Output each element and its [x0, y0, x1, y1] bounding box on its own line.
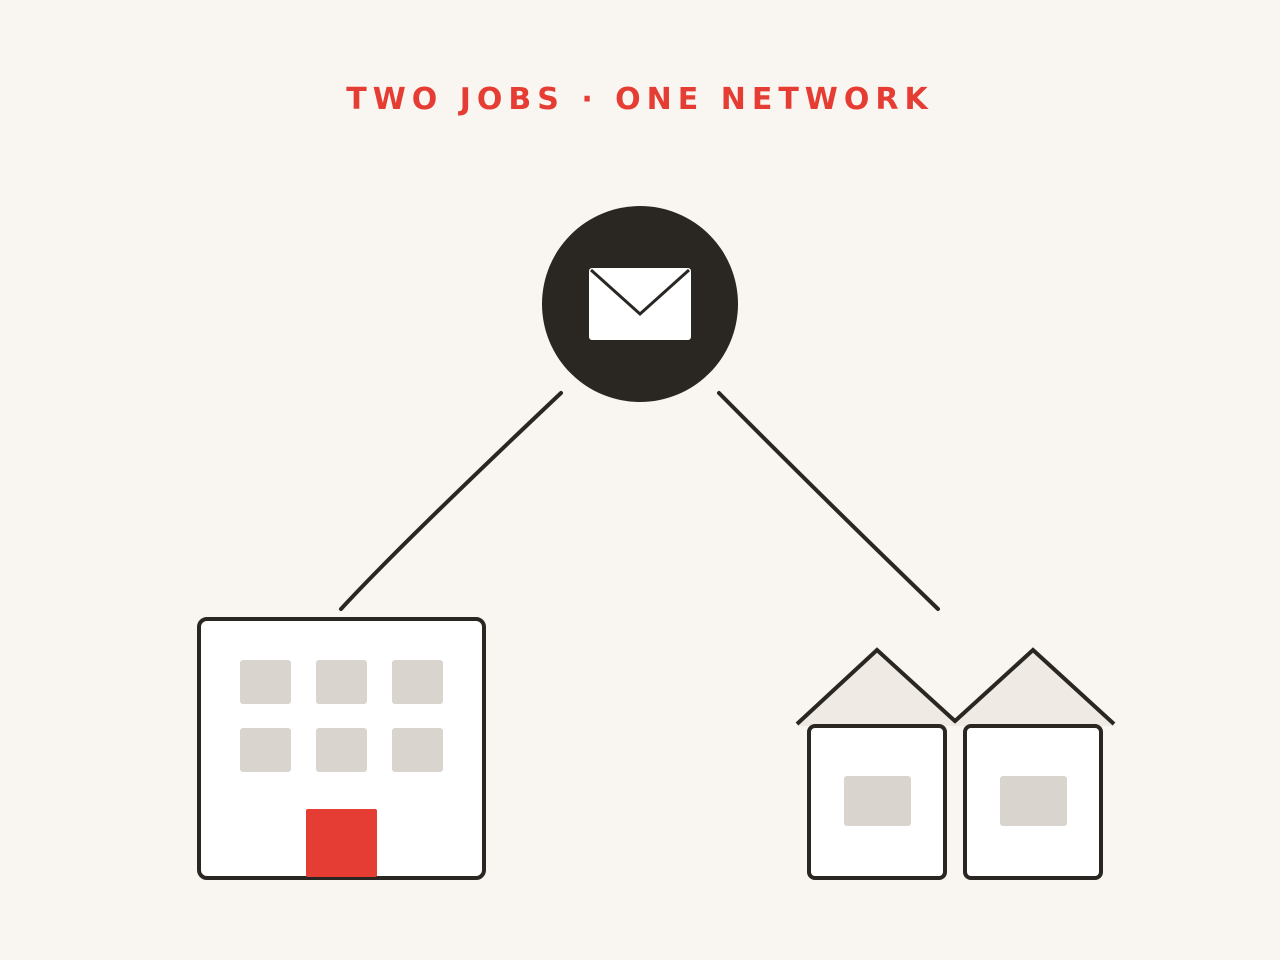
connector-hub-to-homes [717, 391, 940, 611]
house-roof-outline [795, 647, 958, 726]
house-roof-outline [952, 647, 1116, 726]
office-window [316, 728, 367, 772]
house-roof [797, 650, 956, 726]
office-window [316, 660, 367, 704]
office-door [306, 809, 377, 877]
house-roof [954, 650, 1114, 726]
house-window [844, 776, 911, 826]
houses-icon [795, 647, 1116, 880]
house-window [1000, 776, 1067, 826]
office-window [392, 660, 443, 704]
office-building-icon [197, 617, 486, 880]
office-window [240, 728, 291, 772]
connector-hub-to-office [339, 391, 563, 611]
diagram-title: TWO JOBS · ONE NETWORK [346, 82, 934, 117]
mail-envelope-icon [589, 268, 691, 340]
office-window [240, 660, 291, 704]
mail-hub-node [542, 206, 738, 402]
office-window [392, 728, 443, 772]
